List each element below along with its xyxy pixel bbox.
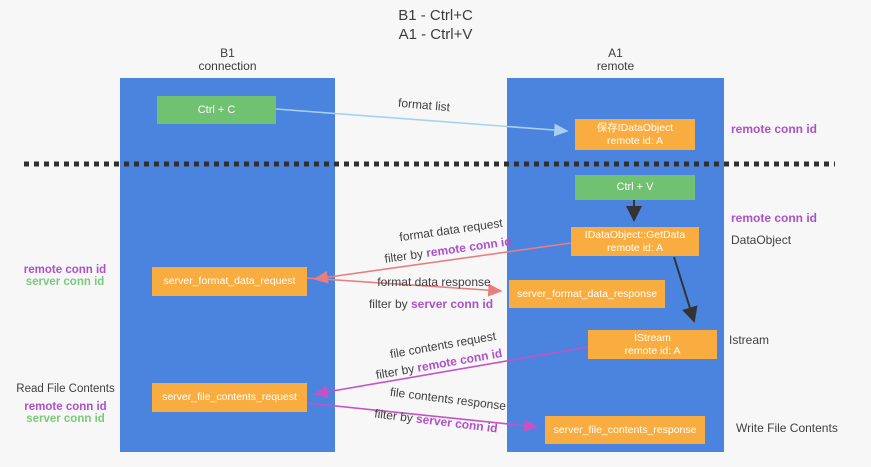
- lane-a1-name: A1: [608, 46, 623, 60]
- lane-a1-role: remote: [596, 59, 635, 73]
- node-istream: IStream remote id: A: [588, 330, 717, 359]
- lane-header-b1: B1 connection: [120, 47, 335, 73]
- save-idataobject-line1: 保存IDataObject: [596, 121, 674, 134]
- save-idataobject-line2: remote id: A: [606, 134, 664, 147]
- server-conn-id-text: server conn id: [411, 297, 494, 311]
- annotation-server-conn-id-left1: server conn id: [25, 276, 105, 288]
- annotation-remote-conn-id-left1: remote conn id: [23, 264, 107, 276]
- ctrl-v-label: Ctrl + V: [616, 181, 654, 193]
- server-file-contents-response-label: server_file_contents_response: [553, 423, 697, 436]
- annotation-read-file-contents: Read File Contents: [16, 383, 115, 395]
- ctrl-c-label: Ctrl + C: [197, 103, 236, 116]
- lane-header-a1: A1 remote: [507, 47, 724, 73]
- getdata-line1: IDataObject::GetData: [584, 228, 686, 241]
- node-server-file-contents-response: server_file_contents_response: [545, 416, 705, 444]
- lane-b1-role: connection: [198, 59, 257, 73]
- filter-by-text: filter by: [383, 246, 424, 266]
- label-filter-server-1: filter by server conn id: [369, 297, 493, 311]
- label-format-list: format list: [397, 95, 451, 115]
- istream-line1: IStream: [634, 331, 671, 344]
- lane-b1-name: B1: [220, 46, 235, 60]
- node-server-format-data-request: server_format_data_request: [152, 267, 307, 296]
- node-idataobject-getdata: IDataObject::GetData remote id: A: [571, 227, 699, 256]
- server-format-data-request-label: server_format_data_request: [163, 275, 296, 287]
- istream-line2: remote id: A: [624, 344, 681, 357]
- server-conn-id-text: server conn id: [415, 411, 499, 436]
- annotation-remote-conn-id-top: remote conn id: [731, 122, 818, 136]
- annotation-group-file: Read File Contents remote conn id server…: [13, 383, 118, 425]
- label-file-contents-response: file contents response: [389, 384, 507, 414]
- node-save-idataobject: 保存IDataObject remote id: A: [575, 119, 695, 150]
- label-filter-server-2: filter by server conn id: [374, 406, 499, 435]
- server-file-contents-request-label: server_file_contents_request: [162, 391, 297, 403]
- filter-by-text: filter by: [374, 361, 416, 383]
- annotation-dataobject: DataObject: [731, 233, 792, 247]
- node-ctrl-v: Ctrl + V: [575, 175, 695, 200]
- filter-by-text: filter by: [373, 406, 414, 426]
- node-server-format-data-response: server_format_data_response: [509, 280, 665, 308]
- filter-by-text: filter by: [368, 297, 408, 311]
- node-ctrl-c: Ctrl + C: [157, 96, 276, 124]
- label-format-data-response: format data response: [377, 275, 491, 289]
- annotation-group-format: remote conn id server conn id: [15, 264, 115, 288]
- node-server-file-contents-request: server_file_contents_request: [152, 383, 307, 412]
- title-line-2: A1 - Ctrl+V: [398, 26, 473, 43]
- title-line-1: B1 - Ctrl+C: [398, 7, 473, 24]
- annotation-istream: Istream: [729, 333, 770, 347]
- annotation-server-conn-id-left2: server conn id: [26, 413, 105, 425]
- annotation-write-file-contents: Write File Contents: [736, 421, 838, 435]
- server-format-data-response-label: server_format_data_response: [516, 287, 658, 300]
- getdata-line2: remote id: A: [606, 241, 664, 254]
- annotation-remote-conn-id-left2: remote conn id: [24, 401, 107, 413]
- diagram-title: B1 - Ctrl+C A1 - Ctrl+V: [0, 6, 871, 44]
- annotation-remote-conn-id-mid: remote conn id: [731, 211, 818, 225]
